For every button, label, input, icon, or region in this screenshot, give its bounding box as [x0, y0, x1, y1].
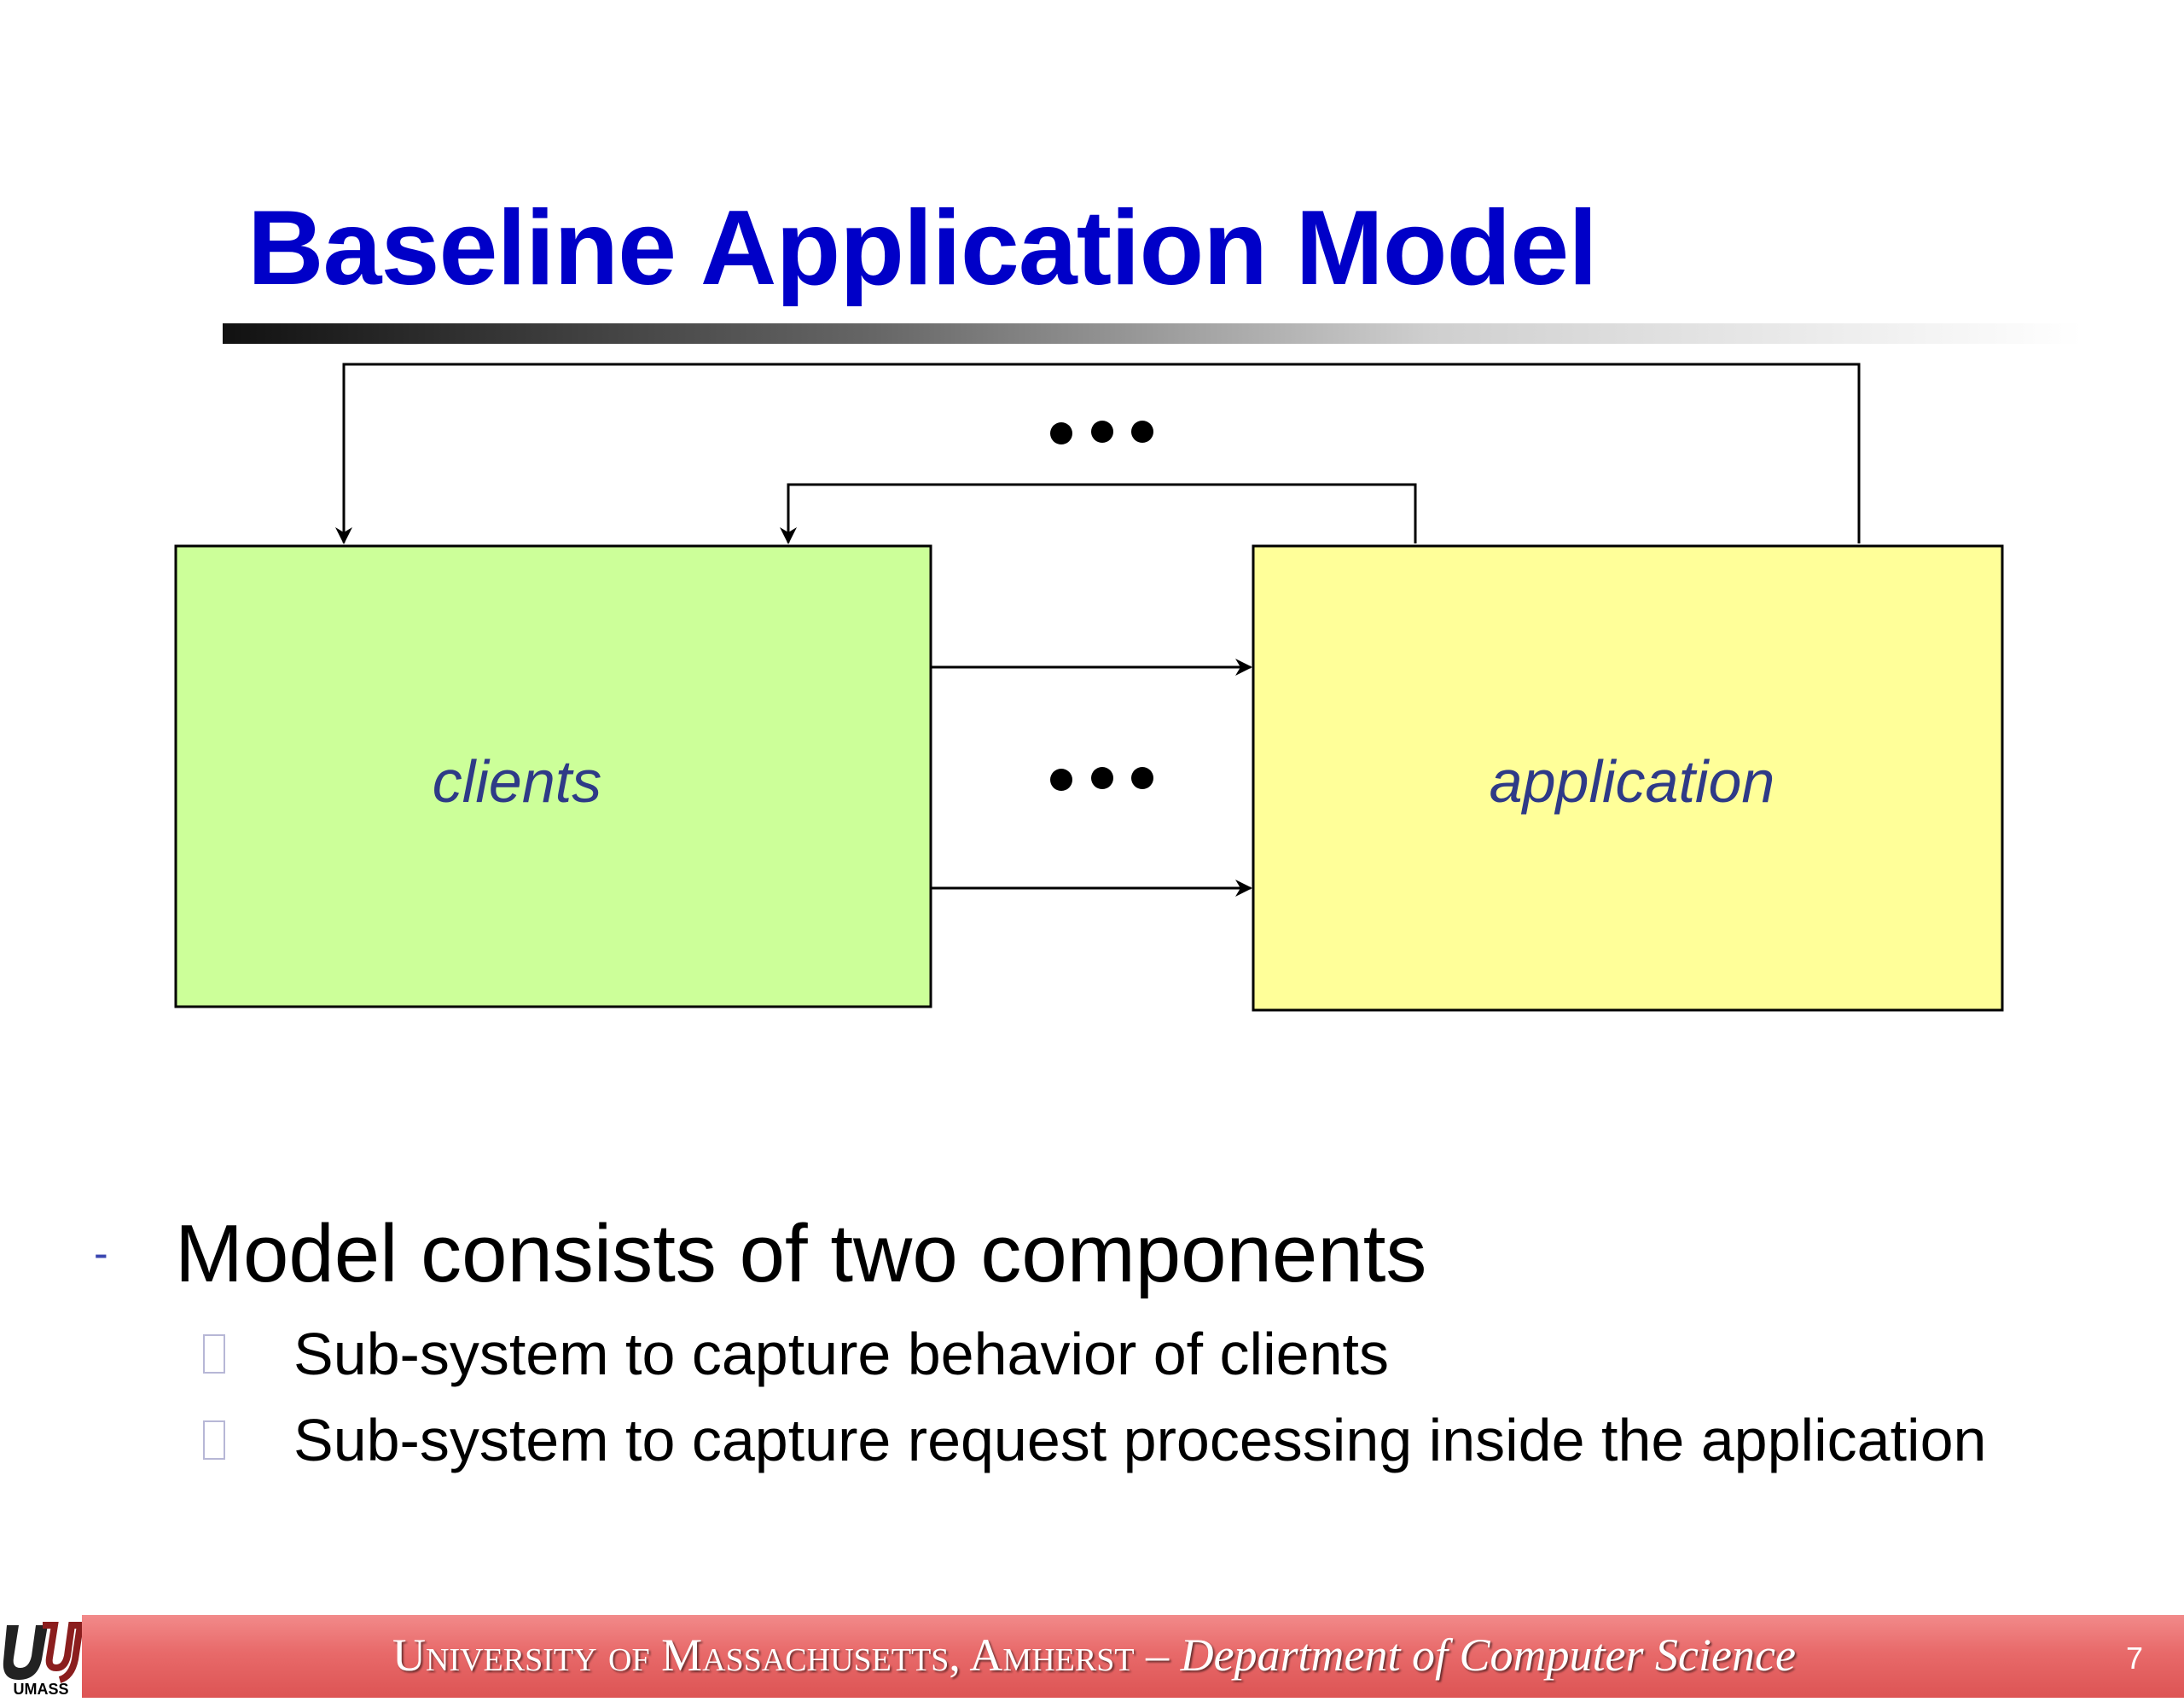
application-label: application — [1490, 748, 1775, 815]
sub-bullet-2-text: Sub-system to capture request processing… — [293, 1407, 1987, 1473]
application-model-diagram: clients application — [174, 363, 2004, 1012]
sub-bullet-2: Sub-system to capture request processing… — [203, 1406, 1986, 1474]
application-box — [1252, 544, 2004, 1012]
sub-bullet-1-text: Sub-system to capture behavior of client… — [293, 1321, 1389, 1387]
bullet-square-icon — [203, 1333, 225, 1374]
feedback-arrow-outer — [335, 363, 1861, 544]
bullet-dash: - — [94, 1229, 108, 1277]
footer-band: UMASS University of Massachusetts, Amher… — [0, 1615, 2184, 1698]
clients-label: clients — [433, 748, 601, 815]
umass-logo-text: UMASS — [13, 1681, 68, 1698]
page-number: 7 — [2125, 1641, 2143, 1676]
bullet-main-text: Model consists of two components — [175, 1208, 1427, 1299]
feedback-arrow-inner — [780, 483, 1417, 544]
clients-box — [174, 544, 932, 1008]
title-underline-gradient — [223, 323, 2082, 344]
slide-title: Baseline Application Model — [247, 189, 1598, 307]
bullet-main: - Model consists of two components — [94, 1207, 1426, 1301]
umass-logo: UMASS — [0, 1615, 84, 1698]
bullet-square-icon — [203, 1420, 225, 1460]
sub-bullet-1: Sub-system to capture behavior of client… — [203, 1320, 1389, 1388]
footer-separator: – — [1134, 1629, 1181, 1681]
footer-university: University of Massachusetts, Amherst — [392, 1629, 1135, 1681]
footer-department: Department of Computer Science — [1180, 1629, 1796, 1681]
ellipsis-top — [1050, 421, 1153, 444]
footer-institution: University of Massachusetts, Amherst – D… — [392, 1629, 1796, 1682]
ellipsis-middle — [1050, 767, 1153, 791]
